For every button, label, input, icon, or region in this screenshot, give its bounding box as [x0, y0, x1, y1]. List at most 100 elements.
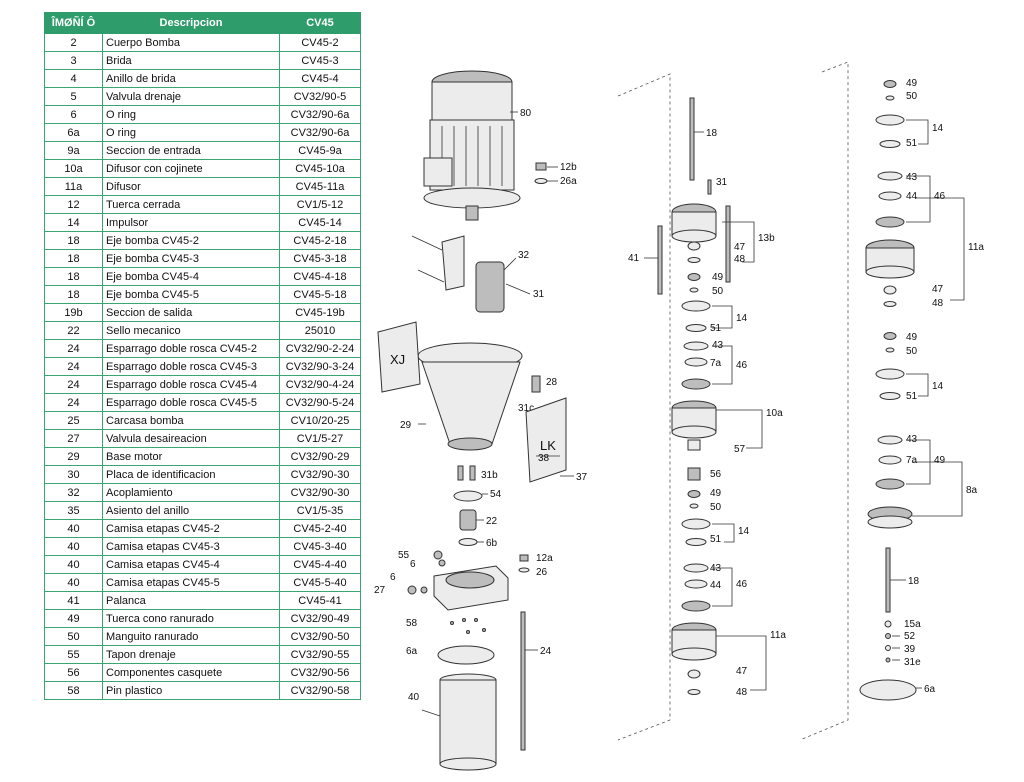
label-38: 38 [538, 453, 550, 464]
c2-label-47-b: 47 [736, 666, 748, 677]
c3-label-18: 18 [908, 576, 920, 587]
label-6a: 6a [406, 646, 418, 657]
row-position: 6 [44, 105, 103, 124]
c2-label-51: 51 [710, 323, 722, 334]
row-code: CV45-3-18 [279, 249, 361, 268]
c3-label-51-b: 51 [906, 391, 918, 402]
row-position: 19b [44, 303, 103, 322]
row-code: CV45-5-40 [279, 573, 361, 592]
motor-base-29 [417, 342, 523, 451]
row-position: 22 [44, 321, 103, 340]
row-code: CV1/5-12 [279, 195, 361, 214]
row-description: Eje bomba CV45-4 [102, 267, 280, 286]
c2-label-41: 41 [628, 253, 640, 264]
row-code: CV32/90-49 [279, 609, 361, 628]
row-code: CV45-4-18 [279, 267, 361, 286]
row-description: Esparrago doble rosca CV45-3 [102, 357, 280, 376]
outlet-section-19b [671, 203, 717, 243]
row-description: Palanca [102, 591, 280, 610]
c2-label-57: 57 [734, 444, 746, 455]
row-code: CV45-2-18 [279, 231, 361, 250]
row-code: CV32/90-29 [279, 447, 361, 466]
c3-label-31e: 31e [904, 657, 921, 668]
c3-label-14: 14 [932, 123, 944, 134]
row-description: Carcasa bomba [102, 411, 280, 430]
stage-sleeve-40 [439, 673, 497, 771]
label-28: 28 [546, 377, 558, 388]
c3-diffuser-11a [865, 239, 915, 279]
row-description: Componentes casquete [102, 663, 280, 682]
row-description: Difusor con cojinete [102, 159, 280, 178]
diffuser-11a [671, 622, 717, 661]
row-description: Camisa etapas CV45-4 [102, 555, 280, 574]
c2-label-7a: 7a [710, 358, 722, 369]
row-position: 25 [44, 411, 103, 430]
label-12a: 12a [536, 553, 553, 564]
label-6b: 6b [486, 538, 498, 549]
c3-label-7a: 7a [906, 455, 918, 466]
c3-label-15a: 15a [904, 619, 921, 630]
row-position: 49 [44, 609, 103, 628]
row-code: CV45-41 [279, 591, 361, 610]
row-description: Asiento del anillo [102, 501, 280, 520]
row-position: 41 [44, 591, 103, 610]
row-position: 2 [44, 33, 103, 52]
row-description: Seccion de entrada [102, 141, 280, 160]
label-26: 26 [536, 567, 548, 578]
svg-text:XJ: XJ [390, 352, 405, 367]
c3-label-43-b: 43 [906, 434, 918, 445]
row-position: 11a [44, 177, 103, 196]
c3-label-47: 47 [932, 284, 944, 295]
row-code: CV45-4-40 [279, 555, 361, 574]
label-40: 40 [408, 692, 420, 703]
c3-label-50: 50 [906, 91, 918, 102]
c3-label-48: 48 [932, 298, 944, 309]
row-position: 10a [44, 159, 103, 178]
row-description: Camisa etapas CV45-3 [102, 537, 280, 556]
row-position: 18 [44, 231, 103, 250]
row-position: 30 [44, 465, 103, 484]
row-position: 40 [44, 555, 103, 574]
row-description: Esparrago doble rosca CV45-2 [102, 339, 280, 358]
row-code: CV1/5-35 [279, 501, 361, 520]
row-description: Acoplamiento [102, 483, 280, 502]
label-80: 80 [520, 108, 532, 119]
row-position: 4 [44, 69, 103, 88]
row-position: 24 [44, 339, 103, 358]
row-code: CV45-4 [279, 69, 361, 88]
row-description: Tuerca cono ranurado [102, 609, 280, 628]
row-description: Pin plastico [102, 681, 280, 700]
row-description: Esparrago doble rosca CV45-4 [102, 375, 280, 394]
c2-label-46-b: 46 [736, 579, 748, 590]
row-description: Difusor [102, 177, 280, 196]
c3-label-8a: 8a [966, 485, 978, 496]
c3-label-44: 44 [906, 191, 918, 202]
c2-label-47: 47 [734, 242, 746, 253]
c2-label-18: 18 [706, 128, 718, 139]
c2-label-50: 50 [712, 286, 724, 297]
label-27: 27 [374, 585, 386, 596]
c3-label-50-b: 50 [906, 346, 918, 357]
c2-label-31: 31 [716, 177, 728, 188]
c3-label-39: 39 [904, 644, 916, 655]
c2-label-10a: 10a [766, 408, 783, 419]
row-description: Eje bomba CV45-3 [102, 249, 280, 268]
row-code: CV32/90-5-24 [279, 393, 361, 412]
c2-label-48: 48 [734, 254, 746, 265]
row-code: CV32/90-50 [279, 627, 361, 646]
row-description: Anillo de brida [102, 69, 280, 88]
c2-label-43: 43 [712, 340, 724, 351]
